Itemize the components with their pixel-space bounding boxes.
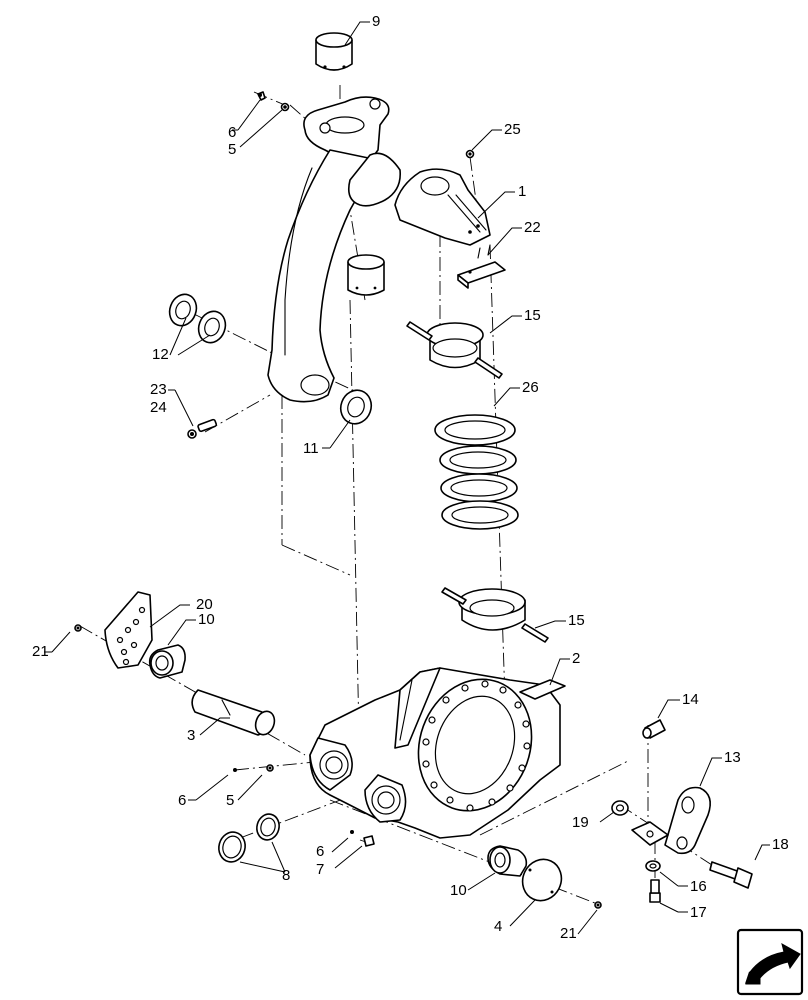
callout-label: 10	[450, 882, 467, 899]
callout-label: 17	[690, 904, 707, 921]
bolt-17	[649, 879, 661, 903]
callout-label: 5	[226, 792, 234, 809]
nut-19	[611, 800, 629, 816]
callout-label: 21	[32, 643, 49, 660]
fitting-7	[363, 835, 375, 847]
spring-seat-15-upper	[406, 321, 503, 379]
callout-label: 18	[772, 836, 789, 853]
callout-label: 22	[524, 219, 541, 236]
callout-label: 15	[568, 612, 585, 629]
pin-6-top	[257, 91, 266, 101]
callout-label: 13	[724, 749, 741, 766]
coil-spring-26	[434, 414, 519, 530]
washer-12b	[197, 310, 227, 344]
callout-label: 1	[518, 183, 526, 200]
washer-11	[339, 389, 373, 425]
leader-lines	[44, 21, 770, 935]
callout-label: 19	[572, 814, 589, 831]
fitting-23-24	[187, 418, 218, 439]
callout-label: 23	[150, 381, 167, 398]
callout-label: 6	[178, 792, 186, 809]
callout-labels: 9 6 5 25 1 22 15 12 26 23 24 11 20 10 21…	[32, 13, 789, 942]
callout-label: 20	[196, 596, 213, 613]
bushing-10-left	[148, 644, 186, 679]
bracket-13	[664, 786, 711, 855]
screw-21-lower	[594, 901, 602, 909]
callout-label: 5	[228, 141, 236, 158]
washer-12a	[168, 293, 198, 327]
callout-label: 8	[282, 867, 290, 884]
navigation-arrow-icon[interactable]	[736, 928, 804, 996]
spring-seat-15-lower	[441, 587, 549, 643]
pin-6-lower-left	[233, 768, 237, 772]
plate-20	[104, 591, 153, 669]
callout-label: 14	[682, 691, 699, 708]
clamp-plate	[631, 821, 669, 846]
callout-label: 6	[316, 843, 324, 860]
cap-4	[521, 858, 563, 902]
knuckle-housing-2	[309, 667, 566, 839]
bolt-18	[709, 861, 753, 889]
fitting-5-lower	[266, 764, 274, 772]
bushing-10-lower	[487, 845, 528, 877]
callout-label: 24	[150, 399, 167, 416]
callout-label: 3	[187, 727, 195, 744]
callout-label: 4	[494, 918, 502, 935]
callout-label: 10	[198, 611, 215, 628]
upper-arm	[267, 96, 491, 403]
washer-16	[645, 860, 661, 872]
pad-22	[457, 244, 506, 289]
callout-label: 21	[560, 925, 577, 942]
callout-label: 15	[524, 307, 541, 324]
seal-8a	[218, 831, 246, 863]
screw-21-left	[74, 624, 82, 632]
callout-label: 16	[690, 878, 707, 895]
seal-8b	[256, 813, 280, 841]
bushing-inner	[347, 254, 385, 296]
callout-label: 12	[152, 346, 169, 363]
pin-3	[191, 689, 276, 736]
screw-25	[465, 149, 475, 159]
fitting-5-top	[280, 102, 290, 112]
pin-14	[642, 719, 666, 739]
callout-label: 11	[303, 440, 319, 457]
callout-label: 9	[372, 13, 380, 30]
callout-label: 7	[316, 861, 324, 878]
callout-label: 6	[228, 124, 236, 141]
callout-label: 2	[572, 650, 580, 667]
callout-label: 26	[522, 379, 539, 396]
callout-label: 25	[504, 121, 521, 138]
bushing-9	[315, 32, 353, 71]
pin-6-lower	[350, 830, 354, 834]
